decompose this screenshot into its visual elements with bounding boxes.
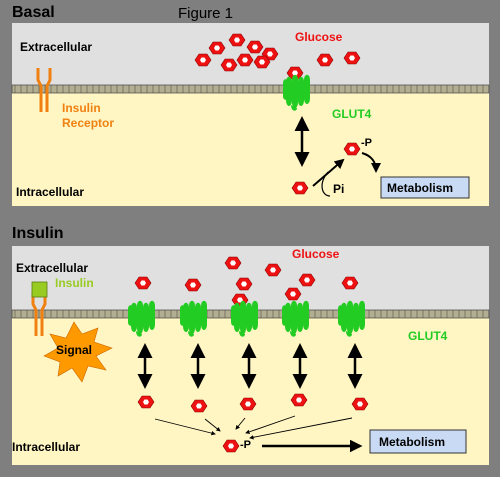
basal-pi-label: Pi xyxy=(333,182,345,196)
insulin-signal-label: Signal xyxy=(56,343,93,357)
basal-insulin-receptor-label-line2: Receptor xyxy=(62,116,115,130)
basal-membrane xyxy=(11,84,490,94)
basal-panel-label: Basal xyxy=(12,4,55,21)
insulin-glut4-label: GLUT4 xyxy=(408,329,448,343)
basal-extracellular-region xyxy=(12,23,489,85)
insulin-extracellular-label: Extracellular xyxy=(16,261,89,275)
insulin-insulin-label: Insulin xyxy=(55,276,94,290)
insulin-metabolism-box xyxy=(369,429,467,454)
insulin-metabolism-label: Metabolism xyxy=(379,435,446,449)
phosphorylation-arrow xyxy=(312,158,345,187)
basal-metabolism-box xyxy=(380,176,470,199)
basal-extracellular-label: Extracellular xyxy=(20,40,93,54)
pi-release-curve xyxy=(321,171,331,197)
basal-metabolism-label: Metabolism xyxy=(387,181,454,195)
figure-title: Figure 1 xyxy=(178,5,234,22)
insulin-extracellular-region xyxy=(12,246,489,310)
insulin-molecule-icon xyxy=(31,281,48,298)
basal-insulin-receptor-label-line1: Insulin xyxy=(62,101,101,115)
insulin-intracellular-label: Intracellular xyxy=(12,440,81,454)
basal-phosphate-label: -P xyxy=(361,137,372,149)
insulin-phosphate-label: -P xyxy=(240,439,251,451)
signal-burst-icon xyxy=(43,321,113,383)
insulin-panel xyxy=(11,246,490,465)
basal-intracellular-label: Intracellular xyxy=(16,185,85,199)
basal-metabolism-arrow xyxy=(361,152,381,173)
insulin-glucose-label: Glucose xyxy=(292,247,340,261)
insulin-panel-label: Insulin xyxy=(12,225,64,242)
basal-glut4-label: GLUT4 xyxy=(332,107,372,121)
basal-glucose-label: Glucose xyxy=(295,30,343,44)
insulin-transport-arrows xyxy=(137,343,363,389)
basal-panel xyxy=(11,23,490,206)
insulin-converging-arrows xyxy=(154,415,353,440)
